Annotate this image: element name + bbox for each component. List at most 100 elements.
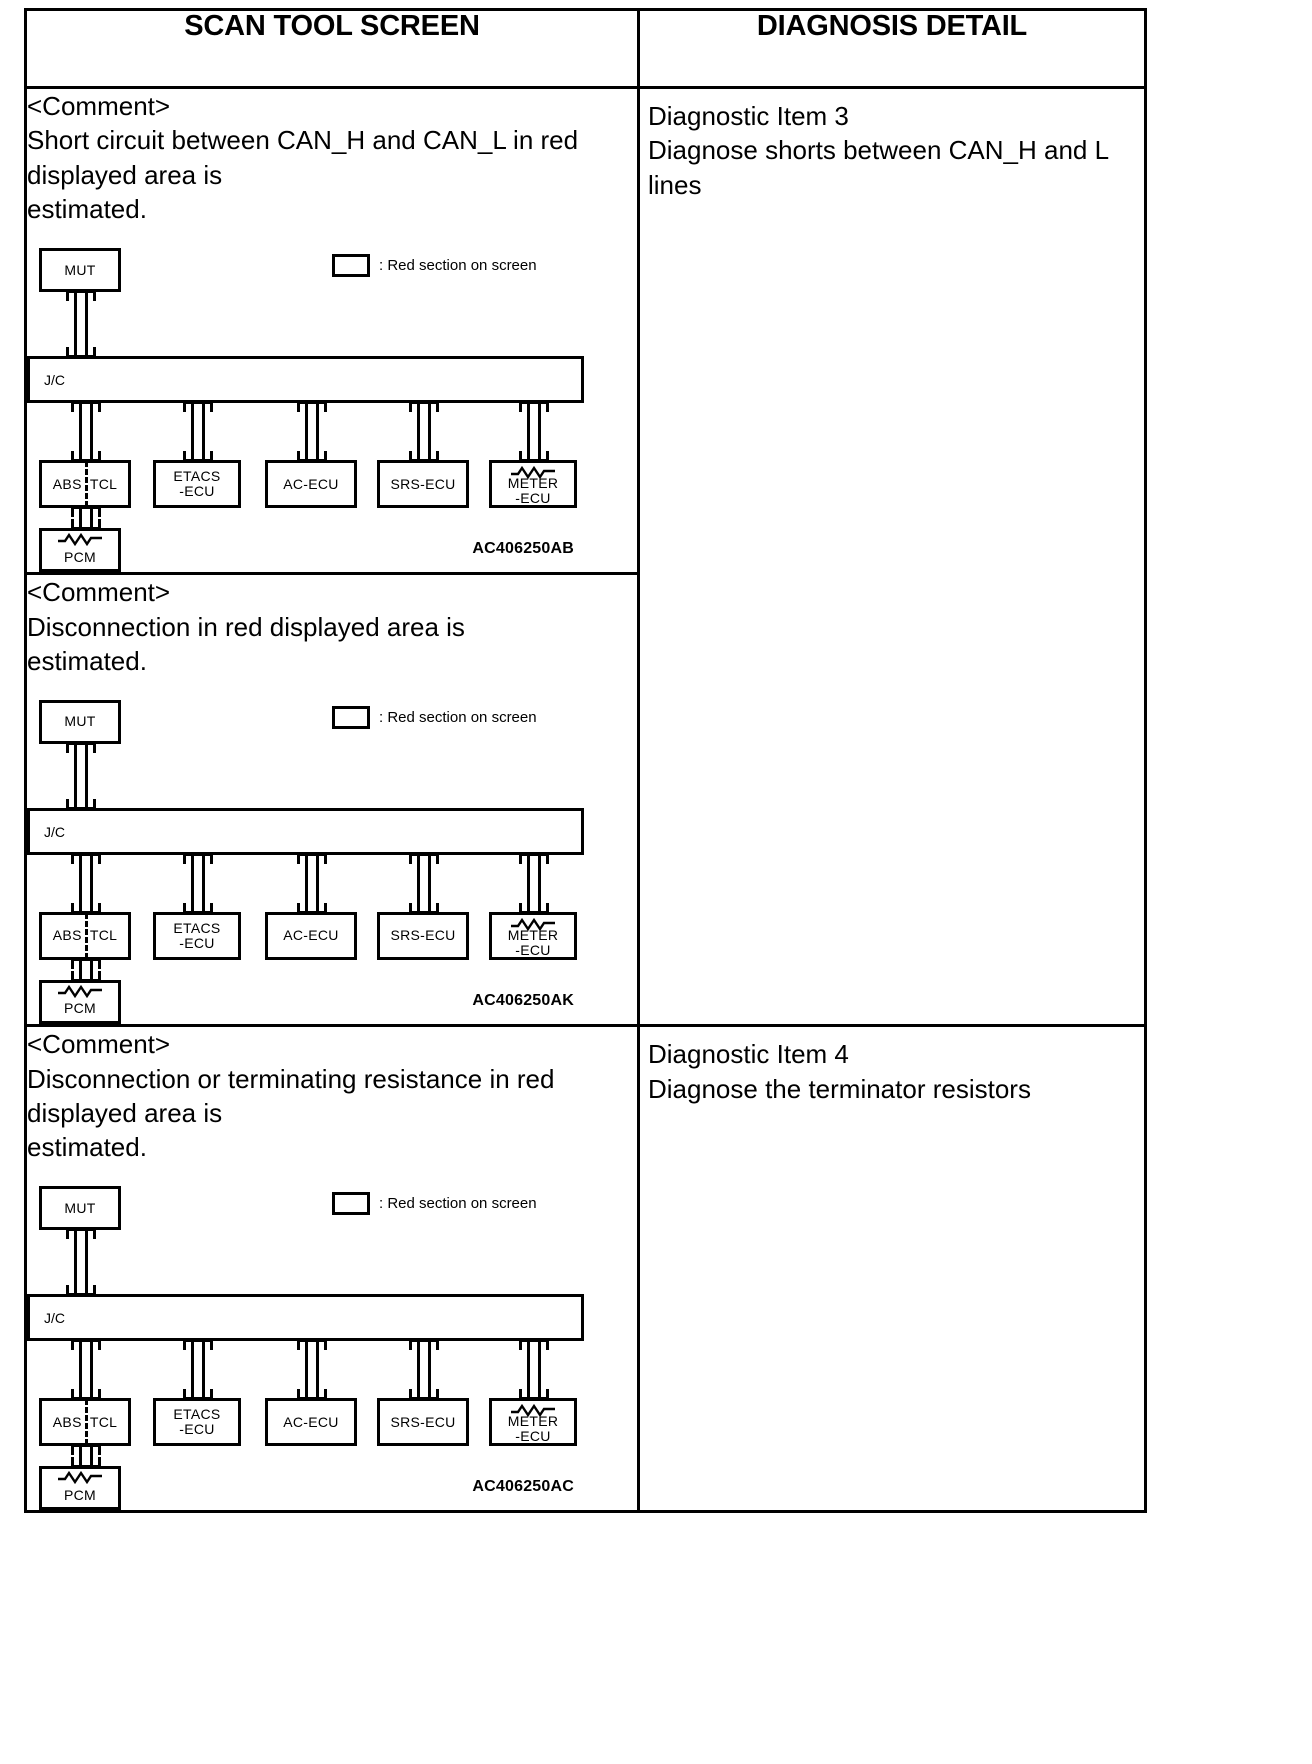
legend-label: : Red section on screen (379, 257, 537, 275)
harness-rail (305, 401, 308, 463)
diagram-spacer (27, 678, 637, 692)
harness-shoe-bottom (71, 1457, 101, 1469)
harness-rail (90, 958, 93, 983)
harness-shoe-top (183, 401, 213, 413)
header-diagnosis-detail: DIAGNOSIS DETAIL (637, 8, 1147, 89)
harness-rail (538, 1339, 541, 1401)
detail-line: Diagnostic Item 4 (648, 1039, 849, 1070)
terminator-resistor-icon (510, 1403, 556, 1422)
mut-label: MUT (64, 713, 96, 730)
jc-label: J/C (44, 1309, 65, 1326)
ecu-label-line1: METER (507, 474, 559, 491)
connector-jc-to-etacs (183, 853, 213, 915)
harness-shoe-top (66, 290, 96, 302)
scan-tool-screen-cell: <Comment>Disconnection or terminating re… (24, 1024, 640, 1514)
harness-rail (79, 1339, 82, 1401)
scan-tool-screen-cell: <Comment>Short circuit between CAN_H and… (24, 85, 640, 576)
jc-label: J/C (44, 371, 65, 388)
harness-shoe-bottom (71, 1389, 101, 1401)
connector-jc-to-ac-ecu (297, 1339, 327, 1401)
ecu-box-etacs: ETACS-ECU (153, 912, 241, 961)
connector-jc-to-etacs (183, 1339, 213, 1401)
terminator-resistor-icon (57, 532, 103, 551)
ecu-label-line2: -ECU (515, 1428, 551, 1445)
harness-shoe-bottom (297, 903, 327, 915)
comment-title: <Comment> (27, 1029, 171, 1060)
connector-jc-to-abs-tcl (71, 853, 101, 915)
connector-jc-to-srs-ecu (409, 1339, 439, 1401)
ecu-box-ac-ecu: AC-ECU (265, 1398, 357, 1447)
ecu-label-line1: METER (507, 1413, 559, 1430)
connector-mut-to-jc (66, 290, 96, 359)
harness-rail (191, 401, 194, 463)
harness-shoe-top (183, 1339, 213, 1351)
harness-rail (79, 506, 82, 531)
header-scan-tool-screen: SCAN TOOL SCREEN (24, 8, 640, 89)
legend-red-section: : Red section on screen (332, 1192, 537, 1216)
harness-rail (428, 853, 431, 915)
harness-shoe-top (71, 401, 101, 413)
harness-rail (417, 1339, 420, 1401)
abs-tcl-divider (85, 461, 88, 508)
ecu-label-line1: ABS TCL (52, 1413, 118, 1430)
comment-title: <Comment> (27, 91, 171, 121)
ecu-box-srs-ecu: SRS-ECU (377, 460, 469, 509)
harness-shoe-top (409, 401, 439, 413)
mut-box: MUT (39, 700, 121, 745)
harness-rail (316, 853, 319, 915)
connector-abs-to-pcm (71, 506, 101, 531)
terminator-resistor-icon (510, 917, 556, 936)
harness-rail (79, 853, 82, 915)
comment-block: <Comment>Disconnection in red displayed … (27, 575, 637, 678)
pcm-label: PCM (63, 548, 96, 565)
figure-code: AC406250AC (472, 1478, 574, 1496)
harness-shoe-top (409, 853, 439, 865)
detail-line: Diagnose the terminator resistors (648, 1073, 1031, 1104)
connector-jc-to-meter (519, 401, 549, 463)
harness-shoe-top (66, 742, 96, 754)
ecu-label-line1: METER (507, 926, 559, 943)
legend-swatch-icon (332, 1192, 370, 1216)
ecu-box-ac-ecu: AC-ECU (265, 460, 357, 509)
ecu-label-line1: AC-ECU (283, 475, 339, 492)
figure-code: AC406250AK (472, 992, 574, 1010)
comment-line: Disconnection in red displayed area is (27, 611, 465, 642)
harness-rail (527, 401, 530, 463)
ecu-label-line1: ABS TCL (52, 927, 118, 944)
ecu-label-line1: ETACS (173, 919, 221, 936)
table-header-row: SCAN TOOL SCREEN DIAGNOSIS DETAIL (24, 8, 1147, 89)
comment-line: Disconnection or terminating resistance … (27, 1063, 555, 1094)
scan-tool-screen-cell: <Comment>Disconnection in red displayed … (24, 572, 640, 1028)
ecu-label-line1: ABS TCL (52, 475, 118, 492)
connector-abs-to-pcm (71, 958, 101, 983)
legend-label: : Red section on screen (379, 1195, 537, 1213)
comment-line: displayed area is (27, 159, 223, 190)
ecu-label-line1: AC-ECU (283, 927, 339, 944)
legend-label: : Red section on screen (379, 709, 537, 727)
harness-shoe-top (66, 1228, 96, 1240)
pcm-label: PCM (63, 1486, 96, 1503)
jc-label: J/C (44, 823, 65, 840)
jc-bar: J/C (27, 808, 584, 856)
harness-shoe-bottom (409, 451, 439, 463)
connector-mut-to-jc (66, 1228, 96, 1297)
harness-shoe-top (71, 1444, 101, 1456)
diagram-spacer (27, 226, 637, 240)
diagram-spacer (27, 1164, 637, 1178)
harness-rail (90, 1339, 93, 1401)
terminator-resistor-icon (510, 465, 556, 484)
harness-shoe-top (409, 1339, 439, 1351)
harness-rail (74, 1228, 77, 1297)
harness-shoe-top (297, 1339, 327, 1351)
comment-title: <Comment> (27, 577, 171, 608)
harness-rail (191, 1339, 194, 1401)
harness-rail (202, 1339, 205, 1401)
diagnosis-table: SCAN TOOL SCREEN DIAGNOSIS DETAIL <Comme… (24, 8, 1147, 1514)
